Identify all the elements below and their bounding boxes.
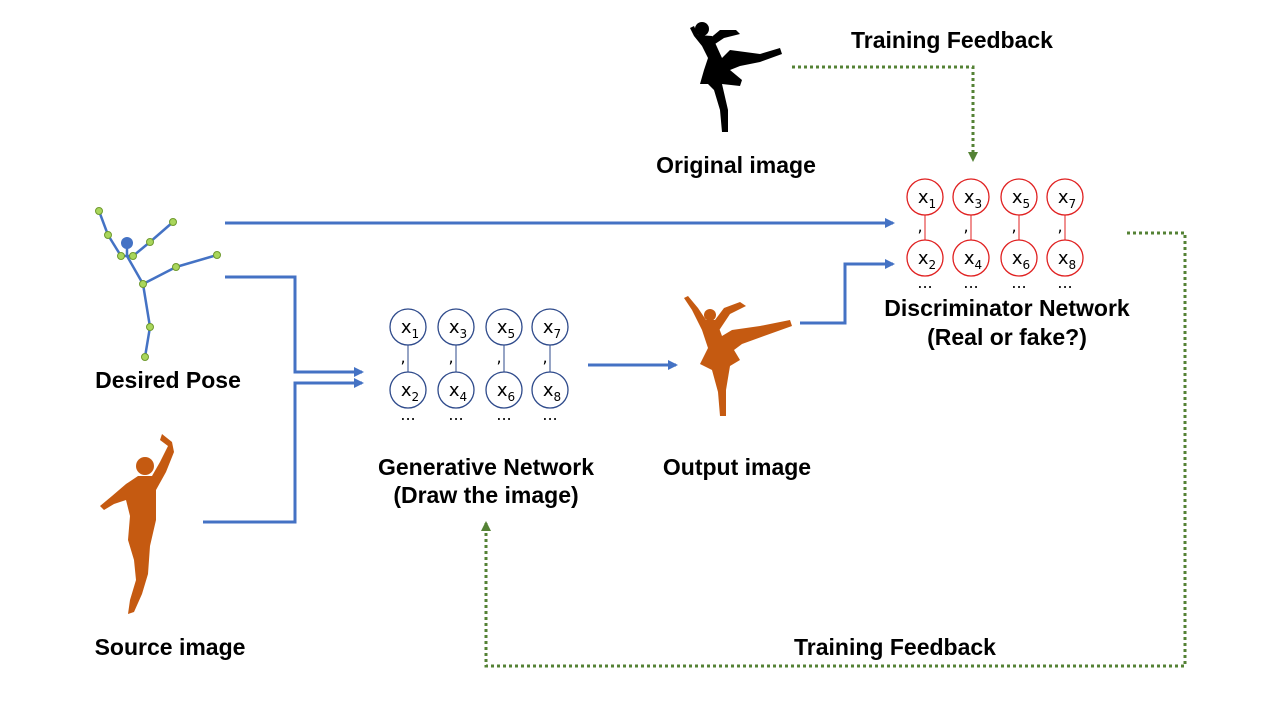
discriminator-network-label: Discriminator Network [884,295,1130,321]
generative-separator: , [400,348,405,367]
training-feedback-bottom-label: Training Feedback [794,634,996,660]
discriminator-node [1000,239,1038,277]
output-image-icon [684,296,792,416]
discriminator-node [1000,178,1038,216]
generative-node [389,371,427,409]
generative-network-nodes: x1x2,...x3x4,...x5x6,...x7x8,... [389,308,569,424]
generative-node [437,371,475,409]
discriminator-node [1046,239,1084,277]
generative-network-sublabel: (Draw the image) [393,482,578,508]
feedback-arrow-top [792,65,978,162]
flow-arrows [203,218,895,524]
discriminator-ellipsis: ... [963,273,978,292]
generative-network-label: Generative Network [378,454,594,480]
generative-separator: , [448,348,453,367]
generative-node [485,371,523,409]
source-image-label: Source image [95,634,246,660]
feedback-arrow-bottom [481,231,1187,668]
discriminator-node [952,178,990,216]
arrow-source-to-generator [203,378,364,524]
feedback-arrows [481,65,1187,668]
discriminator-ellipsis: ... [917,273,932,292]
original-image-icon [690,22,782,132]
generative-ellipsis: ... [400,405,415,424]
discriminator-node [952,239,990,277]
discriminator-separator: , [917,217,922,236]
generative-ellipsis: ... [496,405,511,424]
discriminator-ellipsis: ... [1057,273,1072,292]
generative-ellipsis: ... [542,405,557,424]
training-feedback-top-label: Training Feedback [851,27,1053,53]
discriminator-separator: , [1011,217,1016,236]
original-image-label: Original image [656,152,816,178]
desired-pose-icon [95,207,221,361]
generative-ellipsis: ... [448,405,463,424]
generative-node [437,308,475,346]
generative-node [485,308,523,346]
discriminator-node [906,178,944,216]
generative-separator: , [542,348,547,367]
output-image-label: Output image [663,454,811,480]
desired-pose-label: Desired Pose [95,367,241,393]
discriminator-network-sublabel: (Real or fake?) [927,324,1087,350]
discriminator-node [1046,178,1084,216]
discriminator-ellipsis: ... [1011,273,1026,292]
discriminator-separator: , [963,217,968,236]
generative-node [389,308,427,346]
discriminator-network-nodes: x1x2,...x3x4,...x5x6,...x7x8,... [906,178,1084,292]
generative-node [531,308,569,346]
generative-node [531,371,569,409]
discriminator-separator: , [1057,217,1062,236]
discriminator-node [906,239,944,277]
arrow-pose-to-generator [225,275,364,377]
arrow-output-to-discriminator [800,259,895,325]
generative-separator: , [496,348,501,367]
source-image-icon [100,434,174,614]
